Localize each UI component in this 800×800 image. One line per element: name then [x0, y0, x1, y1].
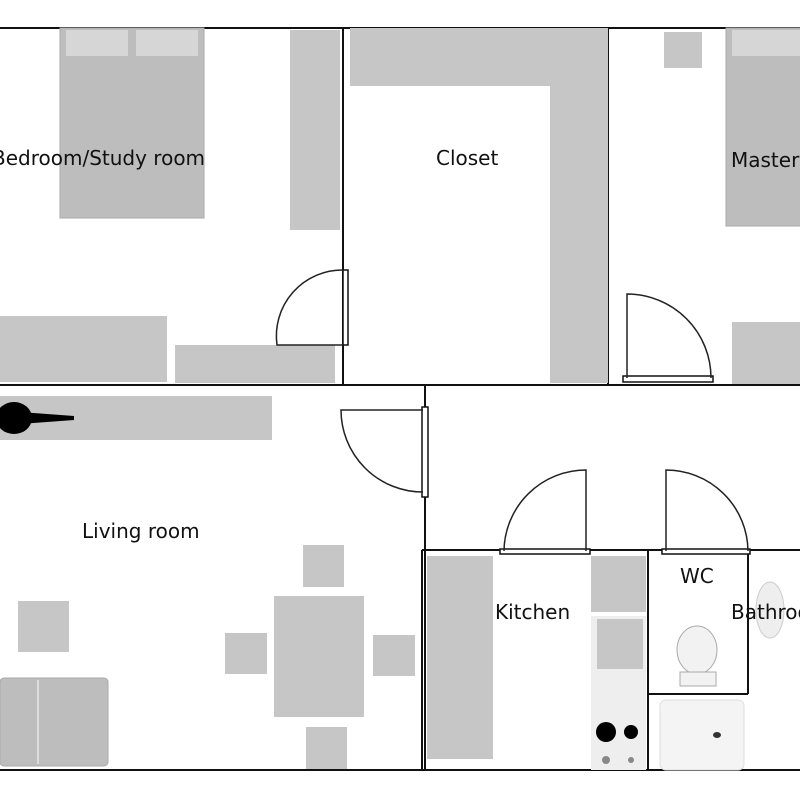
hall-doors — [499, 469, 751, 555]
stove-burner — [596, 722, 616, 742]
shelf — [175, 345, 335, 383]
master-door[interactable] — [626, 293, 712, 379]
wardrobe — [290, 30, 340, 230]
kitchen-door[interactable] — [503, 469, 587, 552]
label-kitchen: Kitchen — [495, 600, 570, 624]
washbasin — [755, 581, 785, 639]
counter — [427, 556, 493, 759]
double-bed — [59, 27, 205, 219]
fridge — [591, 556, 646, 612]
chair — [303, 545, 344, 587]
side-table — [18, 601, 69, 652]
chair — [373, 635, 415, 676]
sofa — [0, 677, 109, 767]
label-bedroom: Bedroom/Study room — [0, 146, 205, 170]
bedroom-door[interactable] — [275, 269, 344, 346]
pillow — [136, 30, 198, 56]
label-closet: Closet — [436, 146, 498, 170]
master-bed — [725, 27, 800, 227]
pillow — [732, 30, 800, 56]
desk — [0, 316, 167, 382]
sink — [597, 619, 643, 669]
bedroom-furniture — [0, 27, 349, 383]
label-master: Master bedroom — [731, 148, 800, 172]
shower-tray — [659, 699, 745, 771]
chair — [306, 727, 347, 769]
label-wc: WC — [680, 564, 714, 588]
stove-burner — [624, 725, 638, 739]
master-furniture — [622, 27, 800, 384]
living-door[interactable] — [340, 409, 424, 493]
pillow — [66, 30, 128, 56]
dresser — [732, 322, 800, 384]
nightstand — [664, 32, 702, 68]
living-furniture — [0, 396, 429, 769]
closet-furniture — [350, 28, 608, 383]
closet-shelf-side — [550, 28, 608, 383]
lamp-icon — [0, 402, 32, 434]
label-living-room: Living room — [82, 519, 200, 543]
bathroom-furniture — [659, 581, 785, 771]
chair — [225, 633, 267, 674]
toilet — [676, 625, 718, 675]
dining-table — [274, 596, 364, 717]
wc-door[interactable] — [665, 469, 749, 552]
kitchen-furniture — [427, 556, 646, 770]
label-bathroom: Bathroom — [731, 600, 800, 624]
